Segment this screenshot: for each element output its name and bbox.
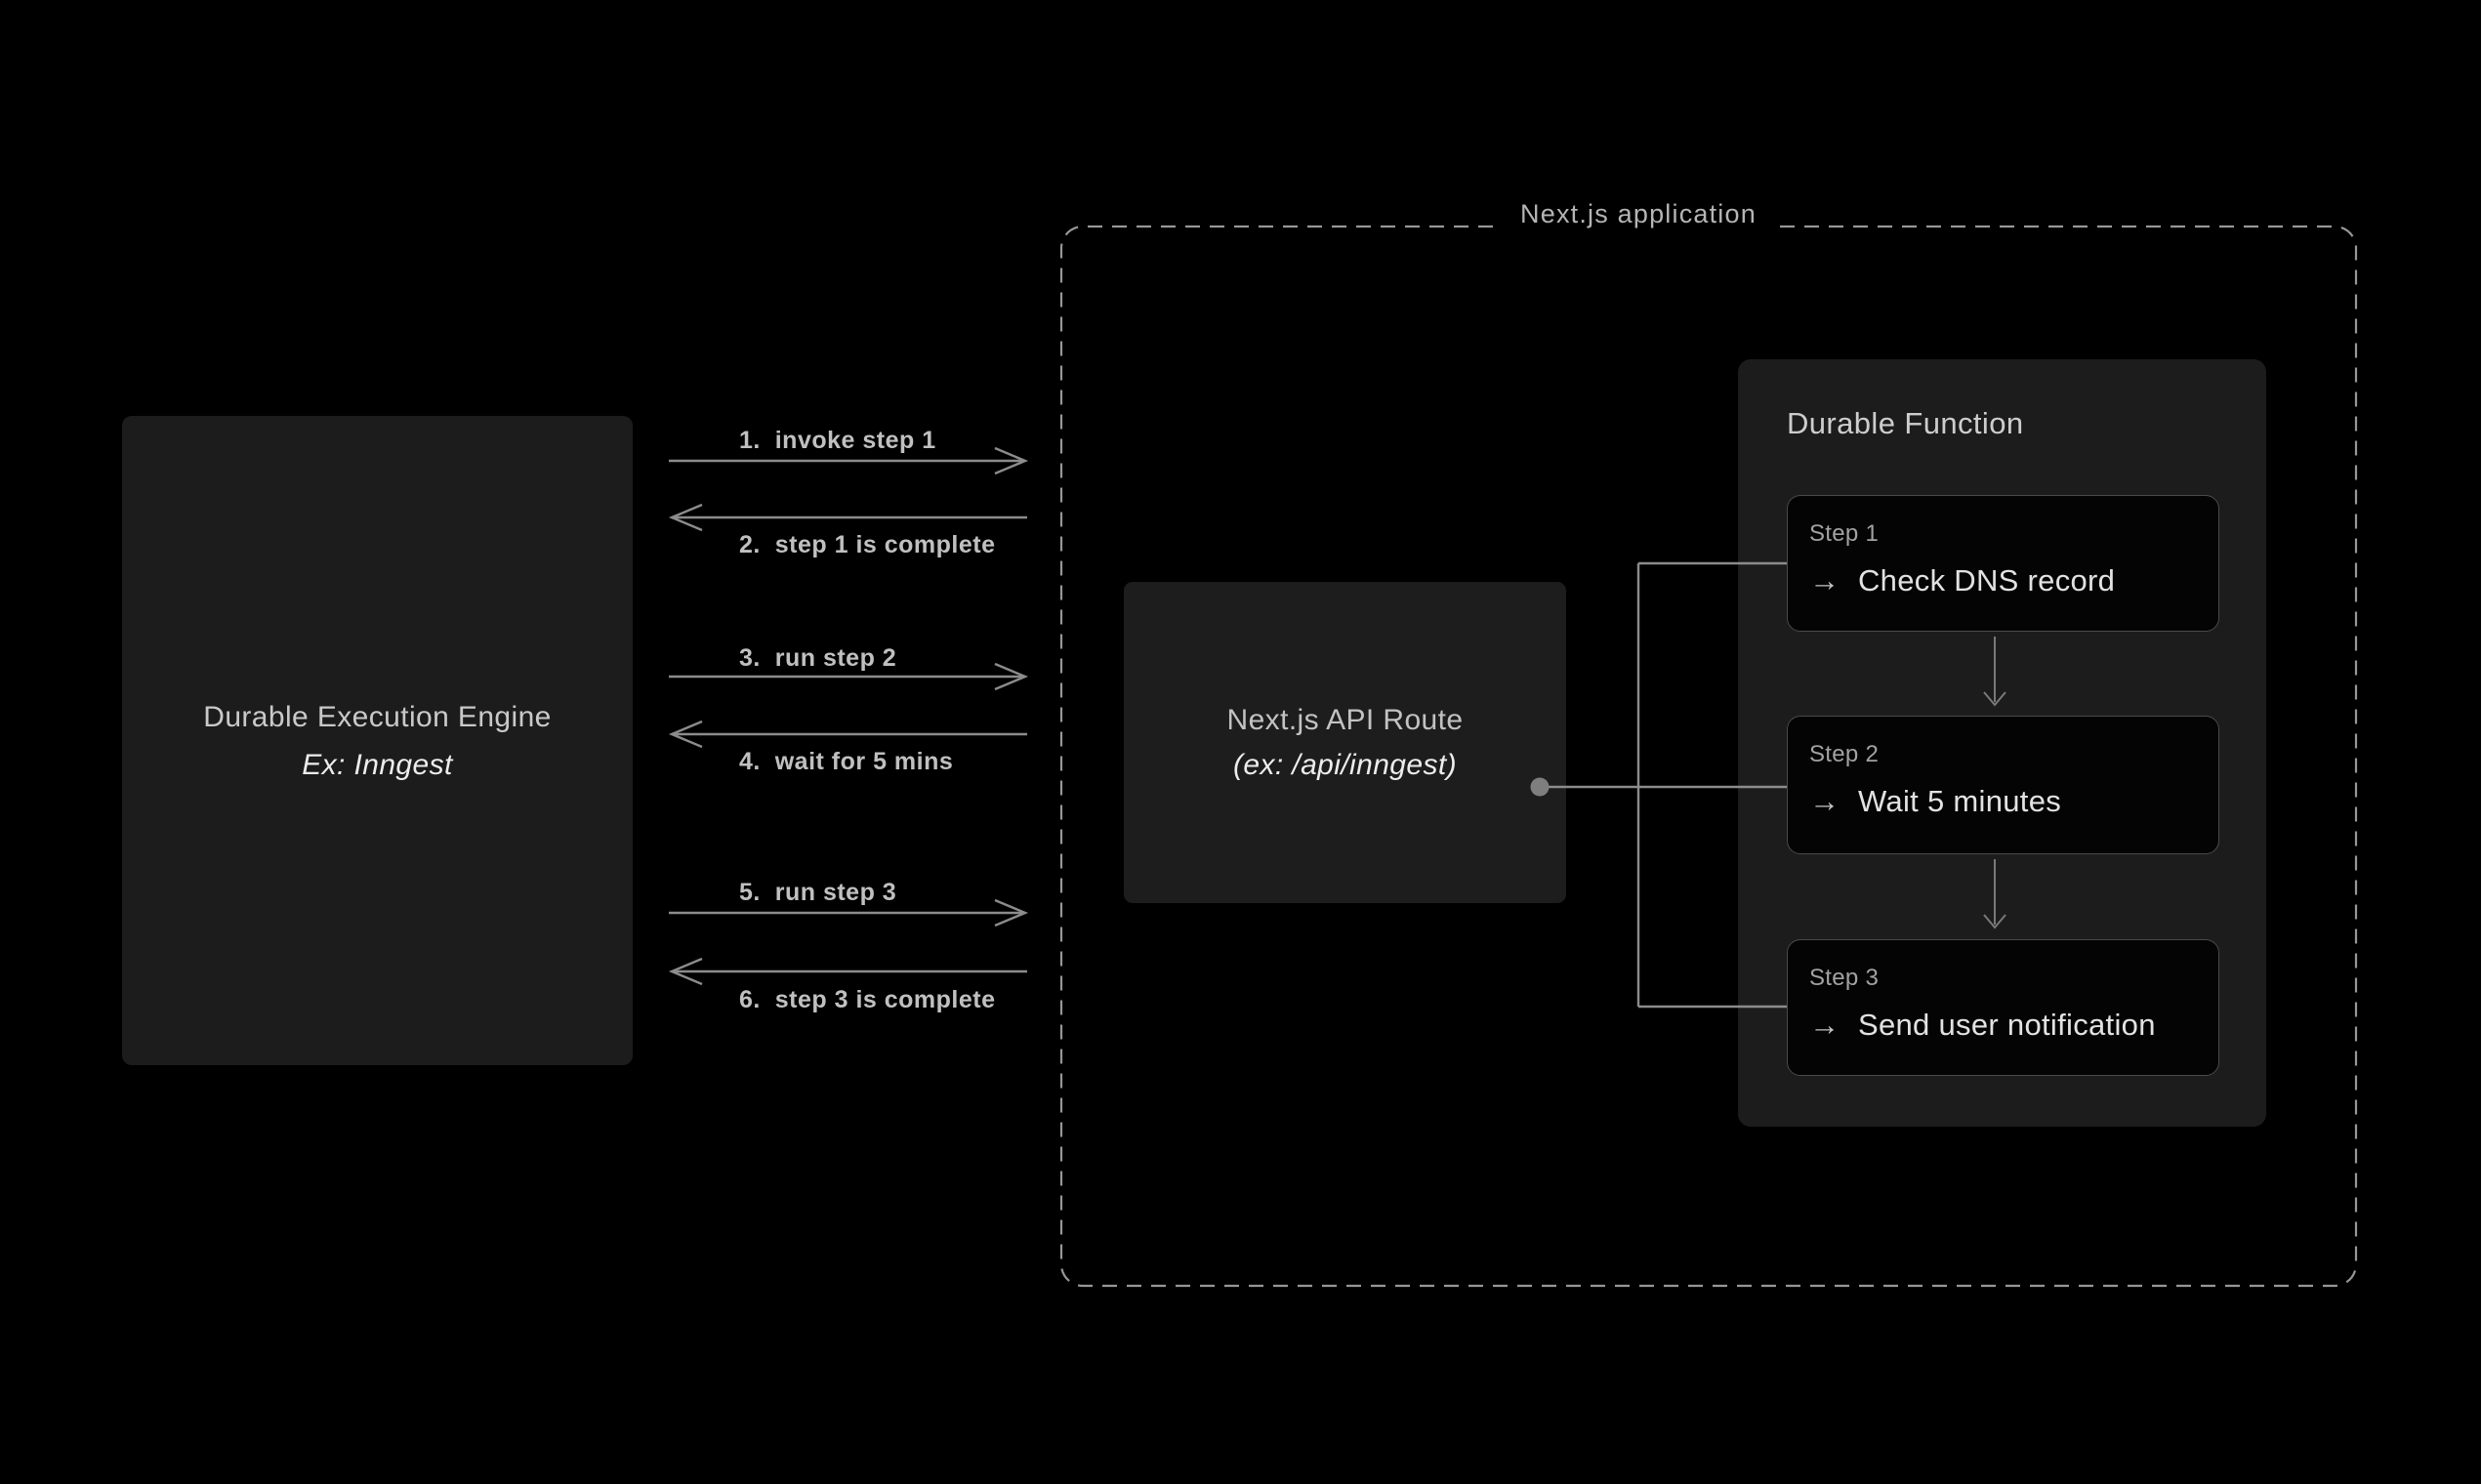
step-2-row: → Wait 5 minutes [1809, 784, 2199, 819]
nextjs-application-label: Next.js application [1520, 199, 1757, 228]
sequence-arrow-left-2 [668, 503, 1027, 532]
sequence-label-3: 3. run step 2 [739, 644, 897, 672]
sequence-label-6: 6. step 3 is complete [739, 986, 996, 1013]
durable-function-panel: Durable Function Step 1 → Check DNS reco… [1738, 359, 2266, 1127]
step-2-action: Wait 5 minutes [1858, 784, 2062, 818]
step-3-action: Send user notification [1858, 1008, 2156, 1042]
step-1-label: Step 1 [1809, 520, 1880, 547]
sequence-label-4: 4. wait for 5 mins [739, 748, 954, 775]
step-card-1: Step 1 → Check DNS record [1787, 495, 2219, 632]
right-arrow-icon: → [1809, 784, 1840, 818]
sequence-label-1: 1. invoke step 1 [739, 427, 936, 454]
right-arrow-icon: → [1809, 563, 1840, 598]
step-card-3: Step 3 → Send user notification [1787, 939, 2219, 1076]
nextjs-api-route-box: Next.js API Route (ex: /api/inngest) [1124, 582, 1566, 903]
step-3-label: Step 3 [1809, 965, 1880, 991]
api-route-title: Next.js API Route [1226, 703, 1464, 736]
step-card-2: Step 2 → Wait 5 minutes [1787, 716, 2219, 854]
step-1-action: Check DNS record [1858, 563, 2116, 598]
sequence-label-2: 2. step 1 is complete [739, 531, 996, 558]
right-arrow-icon: → [1809, 1008, 1840, 1042]
api-route-subtitle: (ex: /api/inngest) [1233, 748, 1457, 781]
durable-execution-engine-box: Durable Execution Engine Ex: Inngest [122, 416, 633, 1065]
engine-subtitle: Ex: Inngest [302, 748, 453, 781]
step-3-row: → Send user notification [1809, 1008, 2199, 1043]
sequence-label-5: 5. run step 3 [739, 879, 897, 906]
step-1-row: → Check DNS record [1809, 563, 2199, 598]
durable-function-title: Durable Function [1787, 406, 2024, 440]
step-2-label: Step 2 [1809, 741, 1880, 767]
sequence-arrow-left-4 [668, 720, 1027, 749]
sequence-arrow-left-6 [668, 957, 1027, 986]
engine-title: Durable Execution Engine [203, 700, 552, 733]
